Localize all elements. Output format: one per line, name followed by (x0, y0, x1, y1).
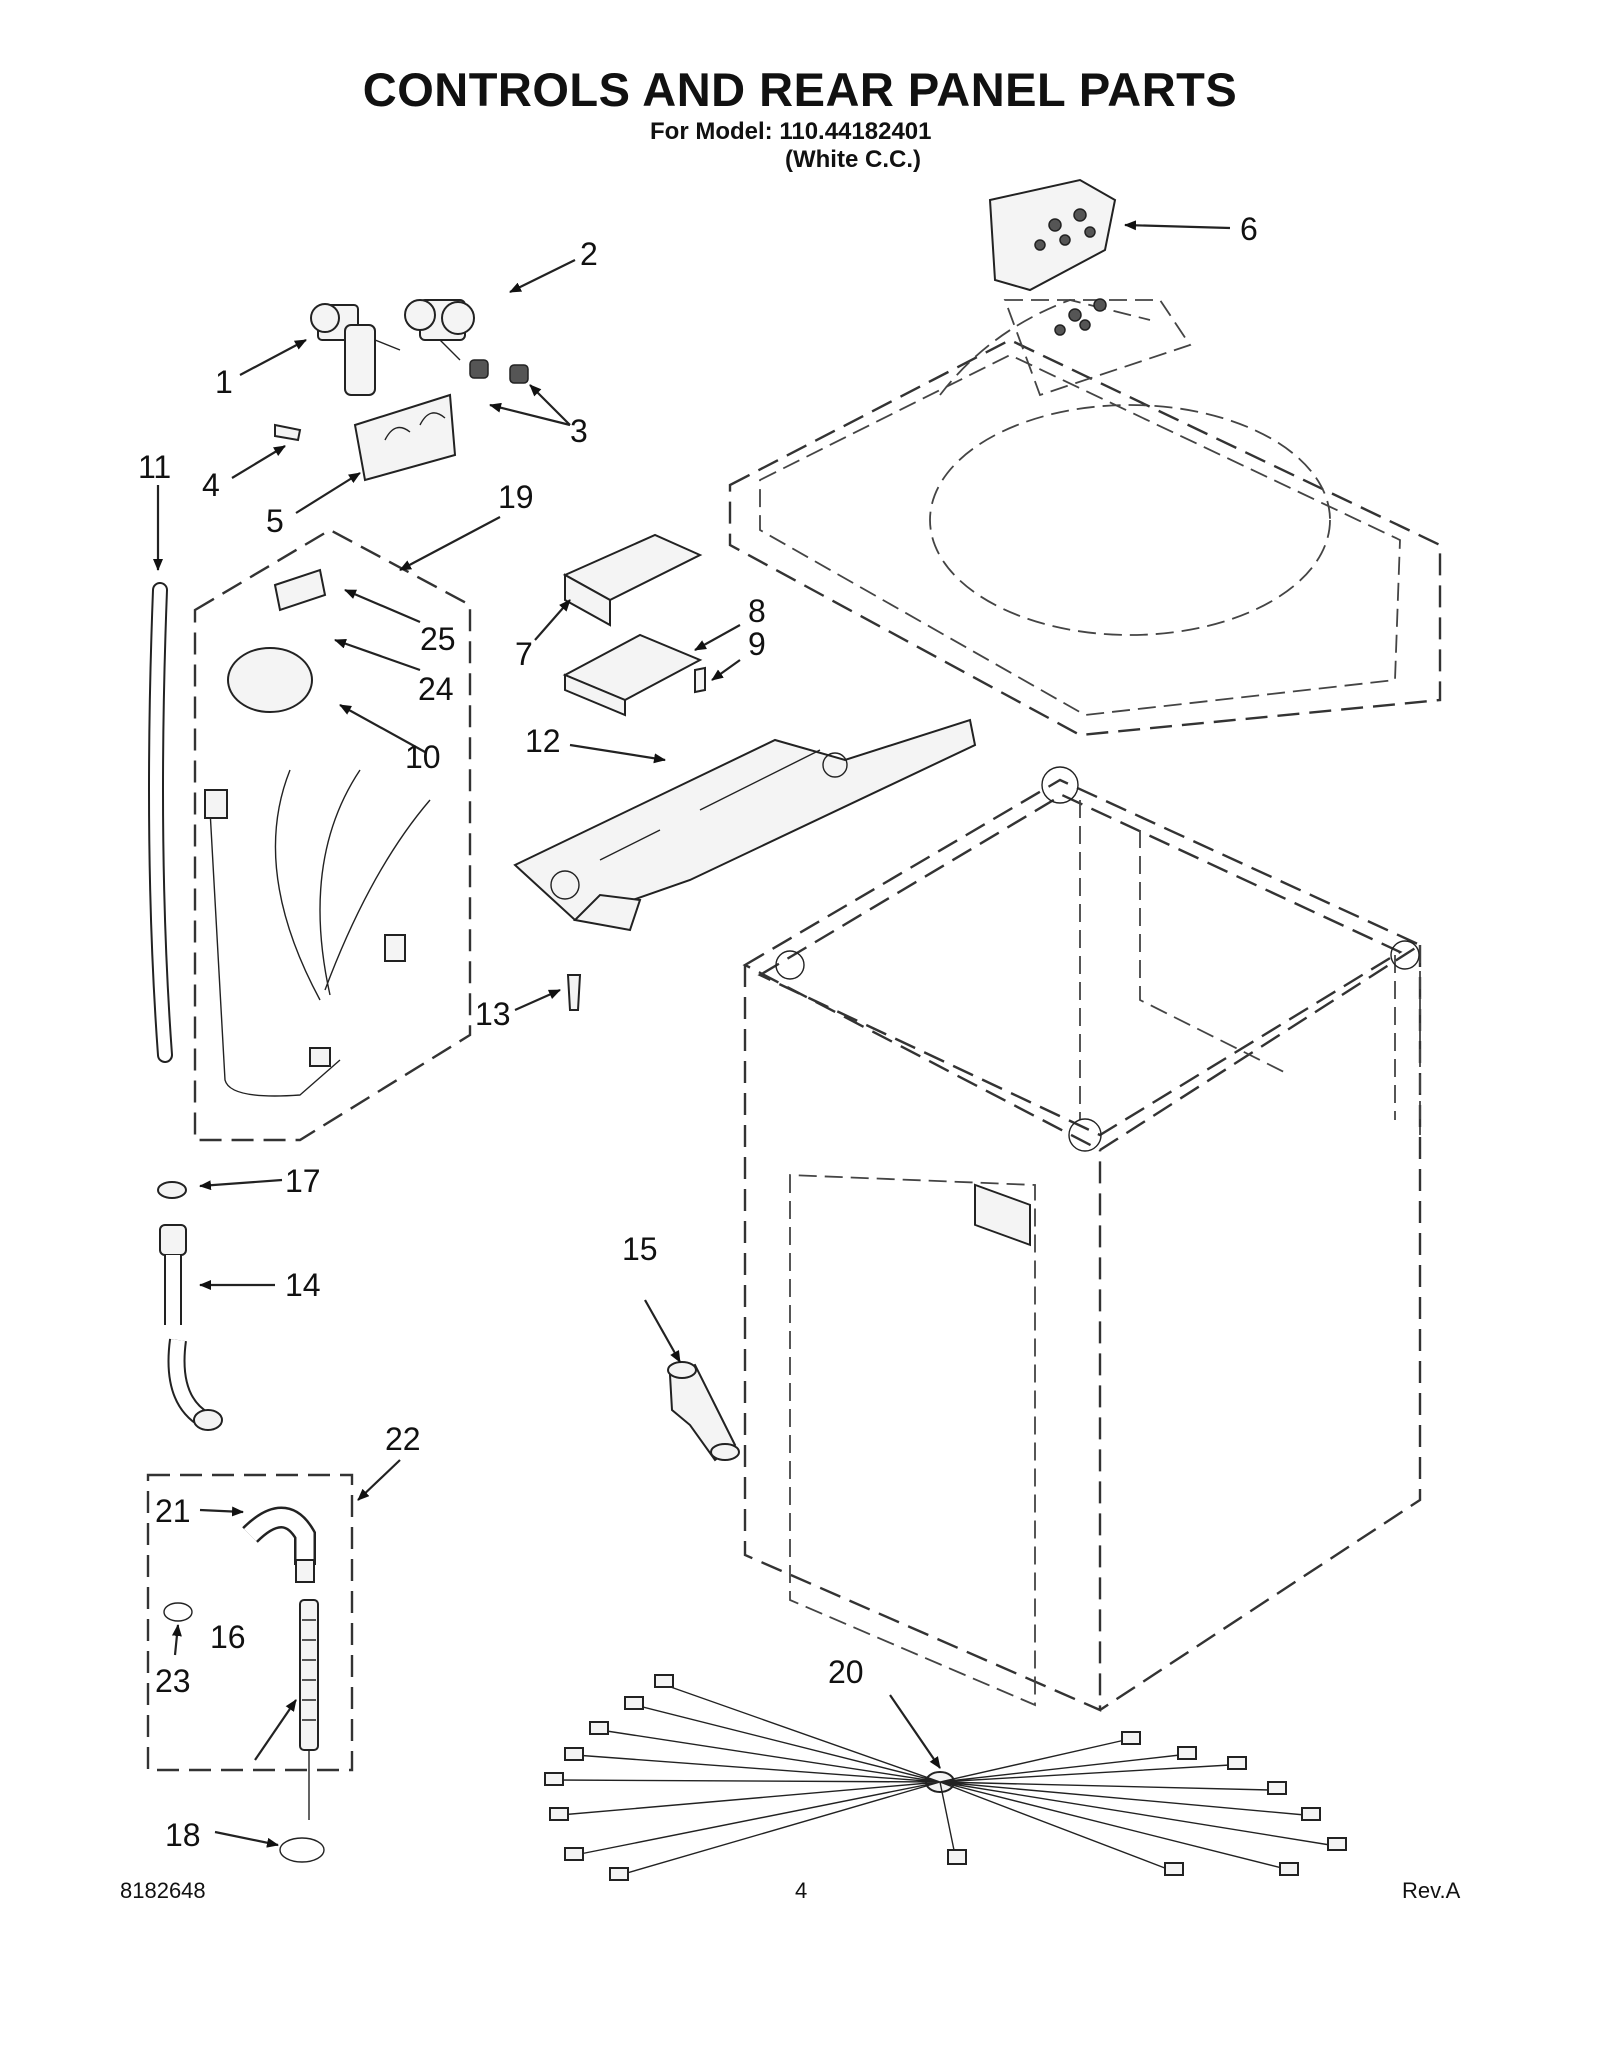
drain-pump-illustration (667, 1361, 740, 1462)
drain-hose-illustration (146, 1473, 354, 1863)
callout-10: 10 (405, 739, 441, 775)
model-number: For Model: 110.44182401 (650, 118, 932, 145)
bracket-illustration (274, 393, 457, 482)
callout-24: 24 (418, 671, 454, 707)
callout-7: 7 (515, 636, 533, 672)
callout-1: 1 (215, 364, 233, 400)
console-illustration (728, 178, 1442, 737)
callout-labels: 1 2 3 4 5 6 7 8 9 10 11 12 13 14 15 16 1… (138, 211, 1258, 1853)
control-board-illustration (562, 533, 706, 717)
main-harness-illustration (544, 1674, 1347, 1881)
callout-4: 4 (202, 467, 220, 503)
rear-panel-illustration (513, 718, 977, 1011)
page-number: 4 (795, 1878, 808, 1903)
water-valve-illustration (310, 299, 529, 396)
callout-15: 15 (622, 1231, 658, 1267)
inlet-fitting-illustration (157, 1181, 223, 1431)
cabinet-illustration (742, 766, 1423, 1712)
revision-label: Rev.A (1402, 1878, 1461, 1903)
callout-25: 25 (420, 621, 456, 657)
callout-21: 21 (155, 1493, 191, 1529)
callout-18: 18 (165, 1817, 201, 1853)
callout-12: 12 (525, 723, 561, 759)
page-title: CONTROLS AND REAR PANEL PARTS (362, 63, 1238, 116)
callout-6: 6 (1240, 211, 1258, 247)
callout-5: 5 (266, 503, 284, 539)
leader-lines (153, 220, 1231, 1848)
callout-8: 8 (748, 593, 766, 629)
callout-17: 17 (285, 1163, 321, 1199)
model-variant: (White C.C.) (785, 146, 921, 173)
control-knobs (1034, 208, 1107, 336)
callout-20: 20 (828, 1654, 864, 1690)
callout-11: 11 (138, 449, 171, 485)
callout-14: 14 (285, 1267, 321, 1303)
callout-16: 16 (210, 1619, 246, 1655)
callout-9: 9 (748, 626, 766, 662)
callout-3: 3 (570, 413, 588, 449)
callout-22: 22 (385, 1421, 421, 1457)
callout-23: 23 (155, 1663, 191, 1699)
callout-19: 19 (498, 479, 534, 515)
harness-assembly-illustration (193, 528, 472, 1142)
callout-13: 13 (475, 996, 511, 1032)
callout-2: 2 (580, 236, 598, 272)
document-number: 8182648 (120, 1878, 206, 1903)
